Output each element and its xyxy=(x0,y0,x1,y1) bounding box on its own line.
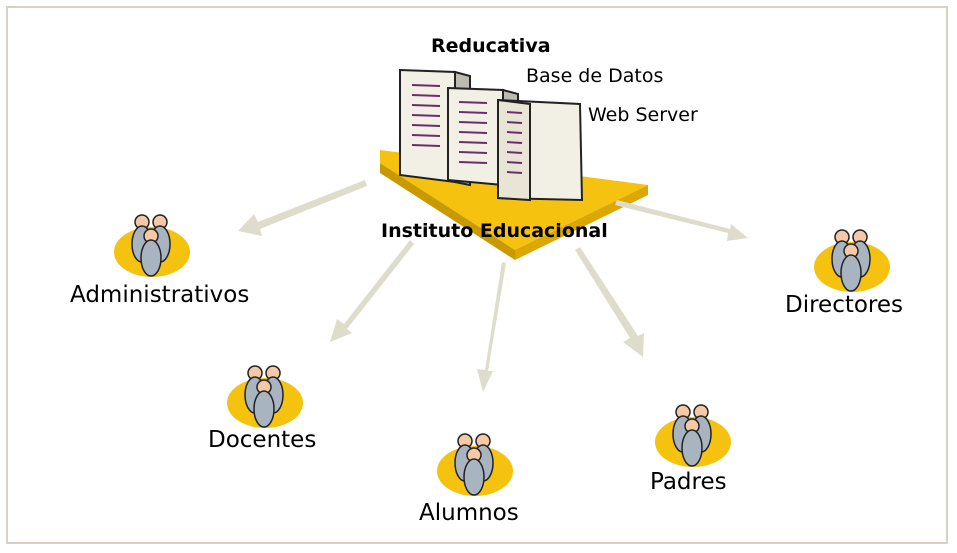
user-group-icon xyxy=(114,215,190,277)
user-group-icon xyxy=(227,366,303,428)
arrow-to-alumnos xyxy=(477,262,506,392)
web-server-label: Web Server xyxy=(588,104,698,126)
server-icon xyxy=(497,98,584,202)
user-group-icon xyxy=(655,405,731,467)
group-label-administrativos: Administrativos xyxy=(70,282,250,308)
arrow-to-docentes xyxy=(330,240,414,342)
arrow-to-padres xyxy=(575,247,644,357)
group-label-alumnos: Alumnos xyxy=(419,500,519,526)
server-icon xyxy=(399,68,471,187)
arrow-to-administrativos xyxy=(238,180,367,236)
group-label-directores: Directores xyxy=(785,292,904,318)
user-group-icon xyxy=(814,230,890,292)
institution-label: Instituto Educacional xyxy=(381,220,608,242)
diagram-frame xyxy=(6,6,948,544)
system-title: Reducativa xyxy=(431,35,551,57)
group-label-docentes: Docentes xyxy=(208,427,317,453)
arrow-to-directores xyxy=(615,200,748,241)
database-label: Base de Datos xyxy=(526,65,664,87)
group-label-padres: Padres xyxy=(650,469,727,495)
user-group-icon xyxy=(437,434,513,496)
